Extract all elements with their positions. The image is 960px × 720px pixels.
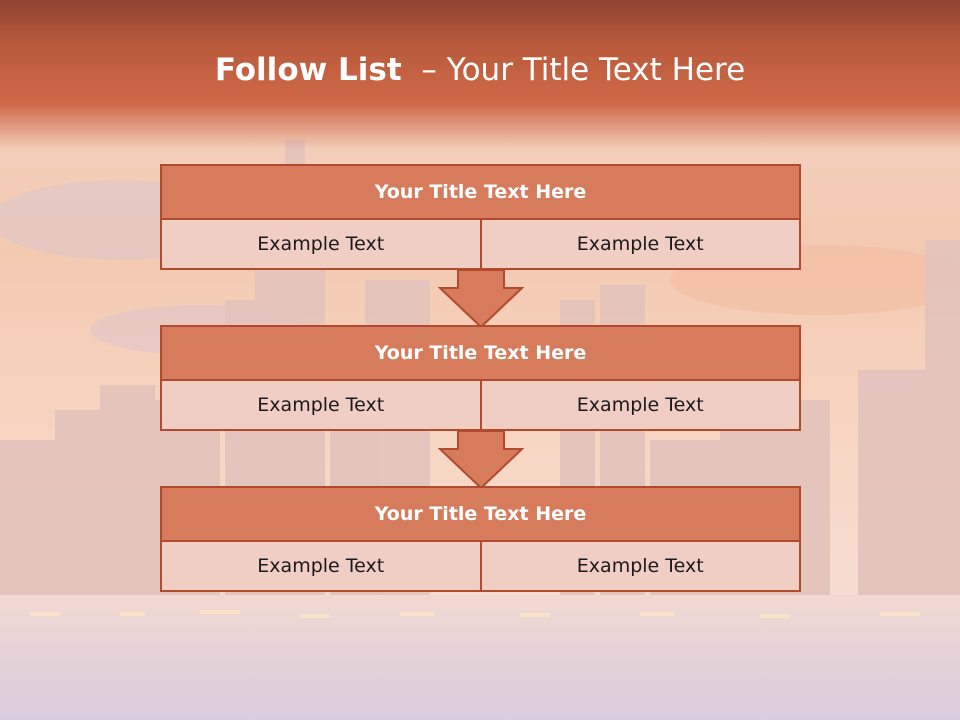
slide-title-bold: Follow List [214, 52, 402, 88]
step-3-left-text: Example Text [257, 555, 385, 577]
step-2-left-text: Example Text [257, 394, 385, 416]
step-block-2: Your Title Text Here Example Text Exampl… [160, 325, 801, 431]
slide-title-rest: – Your Title Text Here [401, 52, 746, 88]
step-1-title: Your Title Text Here [160, 164, 801, 220]
step-1-cells: Example Text Example Text [160, 220, 801, 270]
step-1-right-text: Example Text [479, 220, 800, 268]
step-2-title: Your Title Text Here [160, 325, 801, 381]
step-block-3: Your Title Text Here Example Text Exampl… [160, 486, 801, 592]
step-block-1: Your Title Text Here Example Text Exampl… [160, 164, 801, 270]
down-arrow-icon [438, 270, 524, 328]
step-3-cells: Example Text Example Text [160, 542, 801, 592]
title-bar [0, 0, 960, 150]
down-arrow-icon [438, 431, 524, 489]
step-2-cells: Example Text Example Text [160, 381, 801, 431]
step-3-title: Your Title Text Here [160, 486, 801, 542]
slide-title: Follow List – Your Title Text Here [0, 52, 960, 88]
step-1-left-text: Example Text [257, 233, 385, 255]
step-3-right-text: Example Text [479, 542, 800, 590]
step-2-right-text: Example Text [479, 381, 800, 429]
